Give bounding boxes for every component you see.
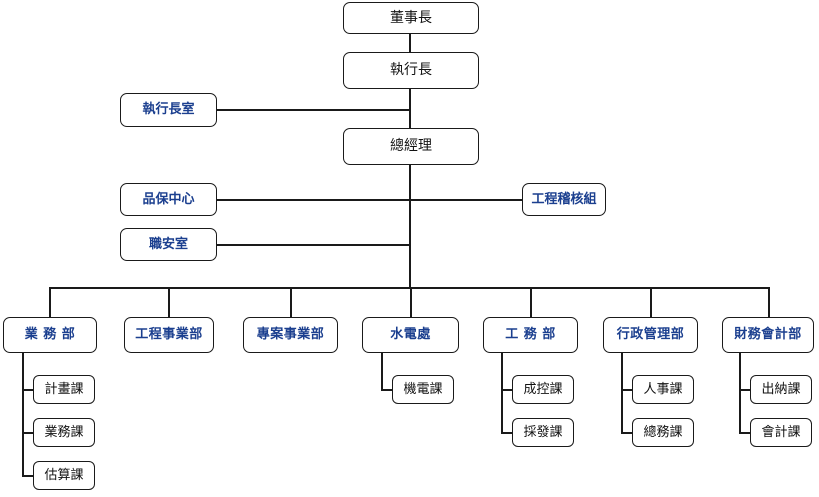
node-section-cashier-label: 出納課 xyxy=(761,381,801,397)
edge-admin-to-hr xyxy=(621,389,633,391)
node-section-estimate[interactable]: 估算課 xyxy=(33,461,95,490)
node-dept-sales-label: 業 務 部 xyxy=(24,327,76,343)
edge-sales-spine xyxy=(22,352,24,477)
edge-president-to-audit-group xyxy=(410,199,523,201)
edge-president-trunk xyxy=(409,165,411,289)
edge-president-to-qa-center xyxy=(217,199,410,201)
edge-finance-to-accounting xyxy=(739,432,751,434)
node-section-sales[interactable]: 業務課 xyxy=(33,418,95,447)
node-section-sales-label: 業務課 xyxy=(44,424,84,440)
edge-ceo-to-ceo-office xyxy=(217,109,410,111)
node-section-procurement[interactable]: 採發課 xyxy=(512,418,574,447)
node-dept-admin[interactable]: 行政管理部 xyxy=(603,317,698,353)
node-qa-center[interactable]: 品保中心 xyxy=(120,183,217,216)
edge-sales-to-planning xyxy=(22,389,34,391)
node-dept-project-label: 專案事業部 xyxy=(256,327,325,343)
node-dept-utilities-label: 水電處 xyxy=(390,327,431,343)
edge-department-bus-bar xyxy=(50,287,769,289)
edge-utilities-to-mech-elec xyxy=(381,389,393,391)
node-ceo-office-label: 執行長室 xyxy=(142,102,195,118)
node-section-accounting[interactable]: 會計課 xyxy=(750,418,812,447)
node-section-hr[interactable]: 人事課 xyxy=(632,375,694,404)
node-safety-office[interactable]: 職安室 xyxy=(120,228,217,261)
node-ceo-office[interactable]: 執行長室 xyxy=(120,93,217,127)
edge-drop-dept-finance xyxy=(768,287,770,317)
node-section-general-affairs-label: 總務課 xyxy=(643,424,683,440)
node-section-cost-control-label: 成控課 xyxy=(523,381,563,397)
node-audit-group[interactable]: 工程稽核組 xyxy=(522,183,606,216)
edge-finance-to-cashier xyxy=(739,389,751,391)
node-dept-works[interactable]: 工 務 部 xyxy=(483,317,578,353)
edge-admin-to-general-affairs xyxy=(621,432,633,434)
node-section-general-affairs[interactable]: 總務課 xyxy=(632,418,694,447)
node-dept-finance[interactable]: 財務會計部 xyxy=(722,317,814,353)
node-dept-project[interactable]: 專案事業部 xyxy=(243,317,338,353)
node-safety-office-label: 職安室 xyxy=(148,236,188,252)
edge-utilities-spine xyxy=(381,352,383,391)
node-president[interactable]: 總經理 xyxy=(343,128,479,165)
node-section-cost-control[interactable]: 成控課 xyxy=(512,375,574,404)
node-ceo[interactable]: 執行長 xyxy=(343,52,479,89)
edge-works-to-procurement xyxy=(501,432,513,434)
node-dept-utilities[interactable]: 水電處 xyxy=(362,317,459,353)
node-section-estimate-label: 估算課 xyxy=(44,467,84,483)
edge-drop-dept-utilities xyxy=(410,287,412,317)
node-dept-admin-label: 行政管理部 xyxy=(616,327,685,343)
node-president-label: 總經理 xyxy=(390,138,432,155)
edge-finance-spine xyxy=(739,352,741,434)
node-dept-sales[interactable]: 業 務 部 xyxy=(3,317,97,353)
edge-ceo-to-president xyxy=(409,89,411,129)
node-section-hr-label: 人事課 xyxy=(643,381,683,397)
node-section-cashier[interactable]: 出納課 xyxy=(750,375,812,404)
edge-president-to-safety-office xyxy=(217,244,410,246)
node-dept-works-label: 工 務 部 xyxy=(505,327,556,343)
node-section-planning-label: 計畫課 xyxy=(44,381,84,397)
node-audit-group-label: 工程稽核組 xyxy=(531,191,597,207)
edge-admin-spine xyxy=(621,352,623,434)
node-dept-engineering-label: 工程事業部 xyxy=(135,327,203,343)
edge-drop-dept-engineering xyxy=(168,287,170,317)
node-section-mech-elec[interactable]: 機電課 xyxy=(392,375,454,404)
node-section-mech-elec-label: 機電課 xyxy=(403,381,443,397)
node-section-accounting-label: 會計課 xyxy=(761,424,801,440)
node-chairman-label: 董事長 xyxy=(390,9,432,26)
node-section-procurement-label: 採發課 xyxy=(523,424,563,440)
edge-sales-to-estimate xyxy=(22,475,34,477)
node-dept-engineering[interactable]: 工程事業部 xyxy=(124,317,214,353)
node-section-planning[interactable]: 計畫課 xyxy=(33,375,95,404)
node-dept-finance-label: 財務會計部 xyxy=(734,327,802,343)
edge-chairman-to-ceo xyxy=(409,33,411,53)
edge-drop-dept-works xyxy=(530,287,532,317)
node-ceo-label: 執行長 xyxy=(390,62,432,79)
edge-drop-dept-admin xyxy=(650,287,652,317)
node-qa-center-label: 品保中心 xyxy=(142,191,195,207)
edge-sales-to-sales-section xyxy=(22,432,34,434)
edge-drop-dept-project xyxy=(290,287,292,317)
edge-works-spine xyxy=(501,352,503,434)
edge-works-to-cost-control xyxy=(501,389,513,391)
edge-drop-dept-sales xyxy=(49,287,51,317)
node-chairman[interactable]: 董事長 xyxy=(343,2,479,34)
